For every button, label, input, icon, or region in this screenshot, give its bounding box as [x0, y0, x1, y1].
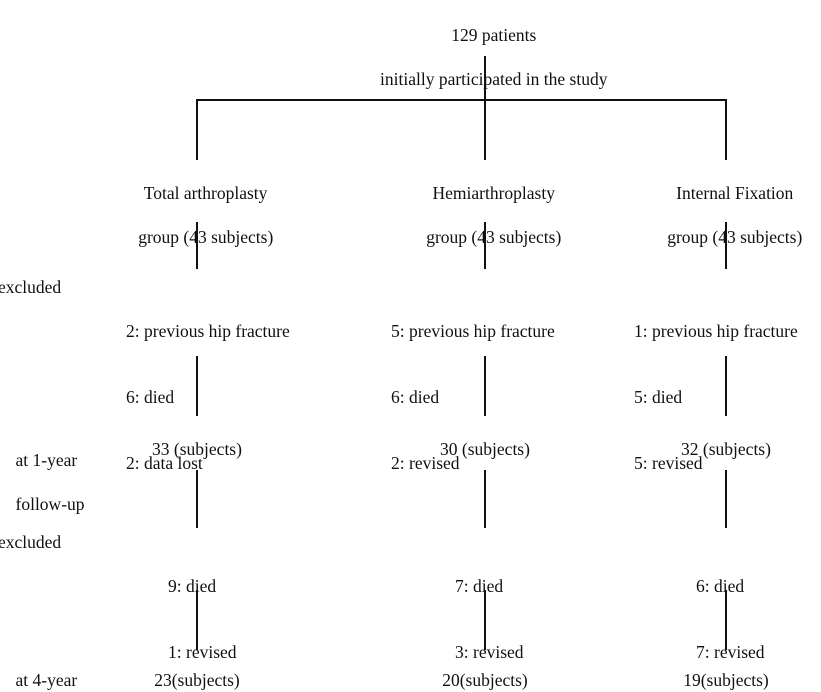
row-label-followup-4year: at 4-year follow-up — [0, 647, 85, 692]
followup-1year-total-arthroplasty: 33 (subjects) — [152, 439, 242, 459]
branch-drop-connector-col3 — [725, 99, 727, 160]
excluded-item: 5: revised — [634, 453, 703, 473]
excluded-item: 6: died — [696, 576, 745, 596]
branch-drop-connector-col2 — [484, 99, 486, 160]
followup-4year-hemiarthroplasty: 20(subjects) — [442, 670, 528, 690]
row-label-excluded-second: excluded — [0, 532, 62, 552]
excluded-item: 2: previous hip fracture — [126, 321, 290, 341]
excluded-second-hemiarthroplasty: 7: died 3: revised — [455, 531, 524, 692]
row-label-followup-1year: at 1-year follow-up — [0, 427, 85, 537]
excluded-item: 5: previous hip fracture — [391, 321, 555, 341]
excluded-item: 6: died — [126, 387, 175, 407]
excluded-item: 9: died — [168, 576, 217, 596]
connector-followup1-to-excluded2-col2 — [484, 470, 486, 528]
group-header-total-arthroplasty: Total arthroplasty group (43 subjects) — [121, 160, 274, 270]
excluded-item: 1: previous hip fracture — [634, 321, 798, 341]
excluded-first-hemiarthroplasty: 5: previous hip fracture 6: died 2: revi… — [391, 276, 555, 518]
connector-excluded1-to-followup1-col2 — [484, 356, 486, 416]
connector-excluded1-to-followup1-col1 — [196, 356, 198, 416]
excluded-item: 5: died — [634, 387, 683, 407]
excluded-item: 6: died — [391, 387, 440, 407]
connector-header-to-excluded1-col3 — [725, 222, 727, 269]
excluded-item: 3: revised — [455, 642, 524, 662]
group-header-line1: Total arthroplasty — [143, 183, 268, 203]
followup-1year-internal-fixation: 32 (subjects) — [681, 439, 771, 459]
connector-excluded1-to-followup1-col3 — [725, 356, 727, 416]
excluded-first-internal-fixation: 1: previous hip fracture 5: died 5: revi… — [634, 276, 798, 518]
row-label-line2: follow-up — [15, 494, 85, 514]
connector-excluded2-to-followup4-col3 — [725, 590, 727, 650]
connector-excluded2-to-followup4-col2 — [484, 590, 486, 650]
excluded-item: 2: data lost — [126, 453, 203, 473]
connector-followup1-to-excluded2-col1 — [196, 470, 198, 528]
group-header-line2: group (43 subjects) — [667, 227, 803, 247]
root-node-line1: 129 patients — [451, 25, 537, 45]
group-header-hemiarthroplasty: Hemiarthroplasty group (43 subjects) — [409, 160, 562, 270]
row-label-line1: at 1-year — [15, 450, 78, 470]
excluded-item: 7: died — [455, 576, 504, 596]
followup-4year-internal-fixation: 19(subjects) — [683, 670, 769, 690]
row-label-line1: at 4-year — [15, 670, 78, 690]
excluded-item: 2: revised — [391, 453, 460, 473]
group-header-line2: group (43 subjects) — [138, 227, 274, 247]
excluded-item: 1: revised — [168, 642, 237, 662]
group-header-line1: Hemiarthroplasty — [432, 183, 555, 203]
connector-header-to-excluded1-col2 — [484, 222, 486, 269]
followup-4year-total-arthroplasty: 23(subjects) — [154, 670, 240, 690]
connector-excluded2-to-followup4-col1 — [196, 590, 198, 650]
root-node: 129 patients initially participated in t… — [363, 2, 608, 112]
root-node-line2: initially participated in the study — [380, 69, 608, 89]
branch-drop-connector-col1 — [196, 99, 198, 160]
distributor-bar-connector — [196, 99, 727, 101]
excluded-second-internal-fixation: 6: died 7: revised — [696, 531, 765, 692]
excluded-second-total-arthroplasty: 9: died 1: revised — [168, 531, 237, 692]
connector-header-to-excluded1-col1 — [196, 222, 198, 269]
group-header-line2: group (43 subjects) — [426, 227, 562, 247]
followup-1year-hemiarthroplasty: 30 (subjects) — [440, 439, 530, 459]
excluded-first-total-arthroplasty: 2: previous hip fracture 6: died 2: data… — [126, 276, 290, 518]
row-label-excluded-first: excluded — [0, 277, 62, 297]
connector-followup1-to-excluded2-col3 — [725, 470, 727, 528]
group-header-internal-fixation: Internal Fixation group (43 subjects) — [650, 160, 803, 270]
group-header-line1: Internal Fixation — [676, 183, 794, 203]
root-stem-connector — [484, 56, 486, 101]
excluded-item: 7: revised — [696, 642, 765, 662]
